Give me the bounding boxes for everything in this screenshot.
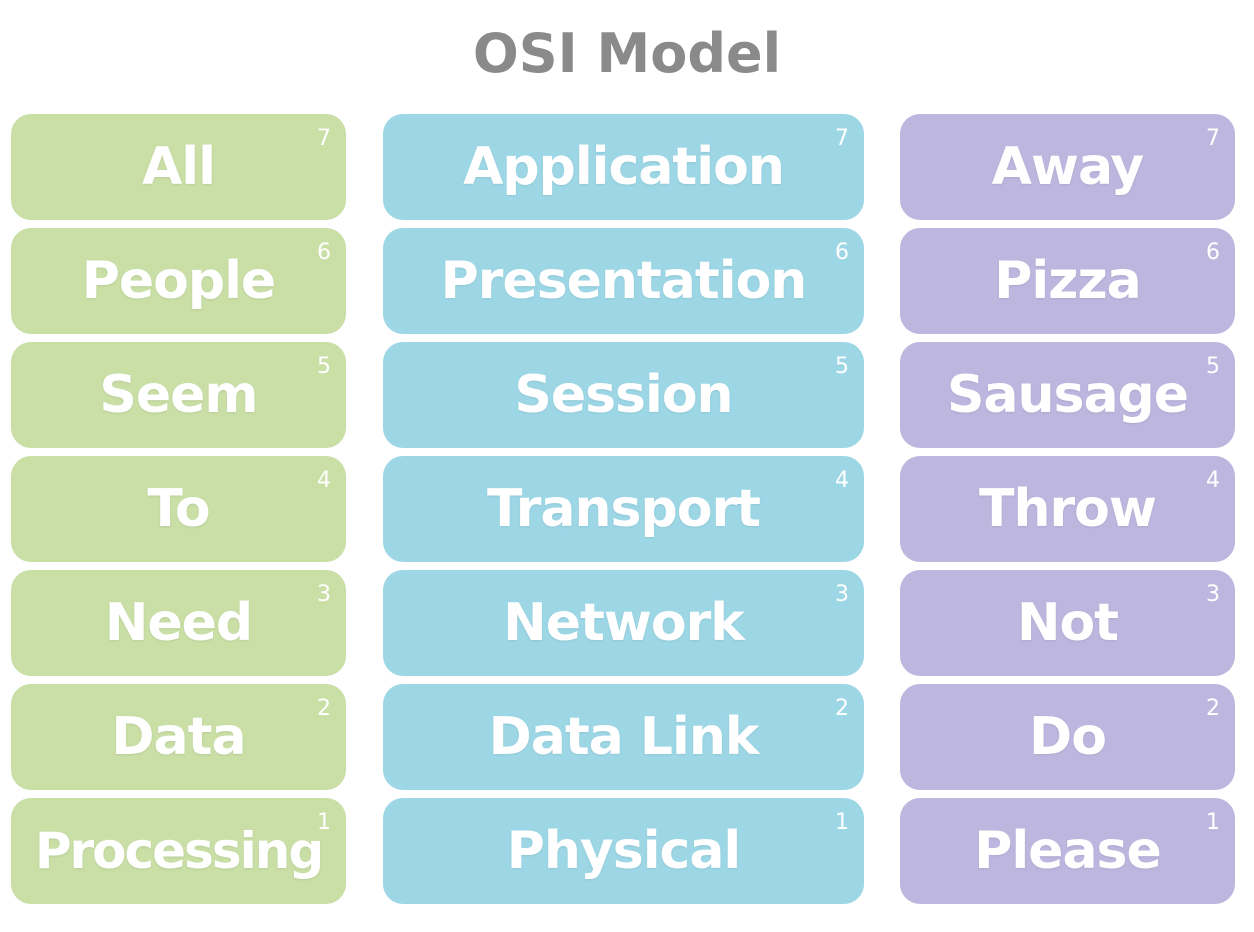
mnemonic-cell-do: Do 2 [900, 684, 1235, 790]
cell-label: Need [104, 593, 253, 653]
layer-number: 6 [835, 240, 849, 265]
cell-label: Away [991, 137, 1145, 197]
layer-cell-transport: Transport 4 [383, 456, 864, 562]
cell-label: Session [514, 365, 733, 425]
mnemonic-cell-please: Please 1 [900, 798, 1235, 904]
cell-label: Data [111, 707, 246, 767]
layer-number: 7 [1206, 126, 1220, 151]
cell-label: Seem [99, 365, 258, 425]
cell-label: Do [1029, 707, 1107, 767]
layer-number: 4 [835, 468, 849, 493]
mnemonic-cell-all: All 7 [11, 114, 346, 220]
layer-number: 2 [835, 696, 849, 721]
page-title: OSI Model [472, 22, 782, 85]
layer-number: 5 [1206, 354, 1220, 379]
layer-number: 3 [317, 582, 331, 607]
layer-number: 7 [835, 126, 849, 151]
mnemonic-cell-data: Data 2 [11, 684, 346, 790]
layer-cell-application: Application 7 [383, 114, 864, 220]
layer-cell-presentation: Presentation 6 [383, 228, 864, 334]
layer-number: 5 [317, 354, 331, 379]
cell-label: Sausage [946, 365, 1189, 425]
mnemonic-cell-sausage: Sausage 5 [900, 342, 1235, 448]
layer-number: 7 [317, 126, 331, 151]
mnemonic-cell-people: People 6 [11, 228, 346, 334]
cell-label: Physical [506, 821, 742, 881]
mnemonic-cell-not: Not 3 [900, 570, 1235, 676]
mnemonic-cell-seem: Seem 5 [11, 342, 346, 448]
layer-number: 5 [835, 354, 849, 379]
layer-cell-data-link: Data Link 2 [383, 684, 864, 790]
cell-label: Presentation [440, 251, 808, 311]
mnemonic-cell-to: To 4 [11, 456, 346, 562]
layer-number: 3 [1206, 582, 1220, 607]
layer-number: 2 [317, 696, 331, 721]
mnemonic-cell-need: Need 3 [11, 570, 346, 676]
mnemonic-cell-away: Away 7 [900, 114, 1235, 220]
layer-number: 4 [317, 468, 331, 493]
layer-cell-network: Network 3 [383, 570, 864, 676]
layer-number: 6 [1206, 240, 1220, 265]
cell-label: Application [463, 137, 785, 197]
cell-label: Processing [34, 822, 324, 880]
cell-label: To [147, 479, 210, 539]
cell-label: Network [503, 593, 745, 653]
layer-number: 6 [317, 240, 331, 265]
cell-label: Throw [979, 479, 1157, 539]
layer-cell-physical: Physical 1 [383, 798, 864, 904]
cell-label: Data Link [488, 707, 760, 767]
mnemonic-cell-pizza: Pizza 6 [900, 228, 1235, 334]
cell-label: Please [974, 821, 1162, 881]
cell-label: All [142, 137, 216, 197]
cell-label: Transport [487, 479, 761, 539]
mnemonic-cell-throw: Throw 4 [900, 456, 1235, 562]
layer-number: 1 [1206, 810, 1220, 835]
layer-number: 4 [1206, 468, 1220, 493]
layer-number: 3 [835, 582, 849, 607]
layer-number: 2 [1206, 696, 1220, 721]
cell-label: Not [1016, 593, 1119, 653]
cell-label: People [81, 251, 276, 311]
layer-number: 1 [835, 810, 849, 835]
layer-cell-session: Session 5 [383, 342, 864, 448]
cell-label: Pizza [994, 251, 1142, 311]
layer-number: 1 [317, 810, 331, 835]
